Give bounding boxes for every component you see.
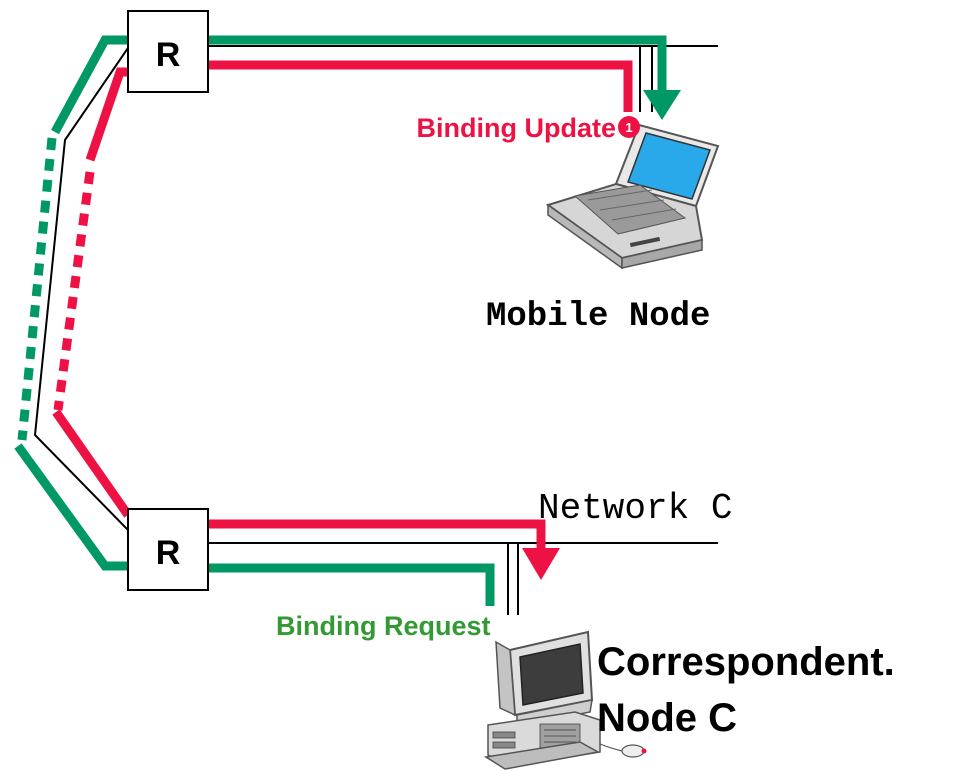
correspondent-node-label-line2: Node C	[597, 696, 737, 740]
binding-update-path	[52, 60, 633, 580]
binding-request-label: Binding Request	[276, 611, 491, 641]
router-top-label: R	[156, 36, 181, 74]
update-path-network-c	[208, 519, 546, 550]
update-path-dotted	[53, 171, 95, 411]
router-bottom: R	[127, 508, 209, 591]
request-path-bottom	[14, 443, 128, 571]
wire-links	[33, 45, 718, 615]
binding-update-label: Binding Update	[417, 113, 616, 143]
router-bottom-label: R	[156, 534, 181, 572]
router-top: R	[127, 10, 209, 93]
update-path-from-mobile	[208, 60, 633, 112]
update-arrow-head	[522, 548, 560, 580]
correspondent-node-label-line1: Correspondent.	[597, 640, 895, 684]
marker-number: 1	[625, 120, 632, 135]
request-path-top	[51, 35, 128, 135]
network-c-label: Network C	[538, 488, 732, 529]
request-arrow-head	[643, 90, 681, 120]
desktop-computer-icon	[483, 630, 647, 770]
update-path-top	[85, 67, 128, 162]
request-path-network-c	[208, 563, 495, 606]
request-path-to-mobile	[208, 35, 667, 92]
mobile-node-label: Mobile Node	[486, 298, 710, 336]
binding-request-path	[14, 35, 681, 606]
wire-top-to-bottom	[33, 47, 129, 531]
numbered-marker-icon: 1	[618, 116, 640, 138]
request-path-dotted	[17, 137, 57, 441]
update-path-bottom	[52, 409, 132, 518]
laptop-icon	[545, 123, 720, 270]
